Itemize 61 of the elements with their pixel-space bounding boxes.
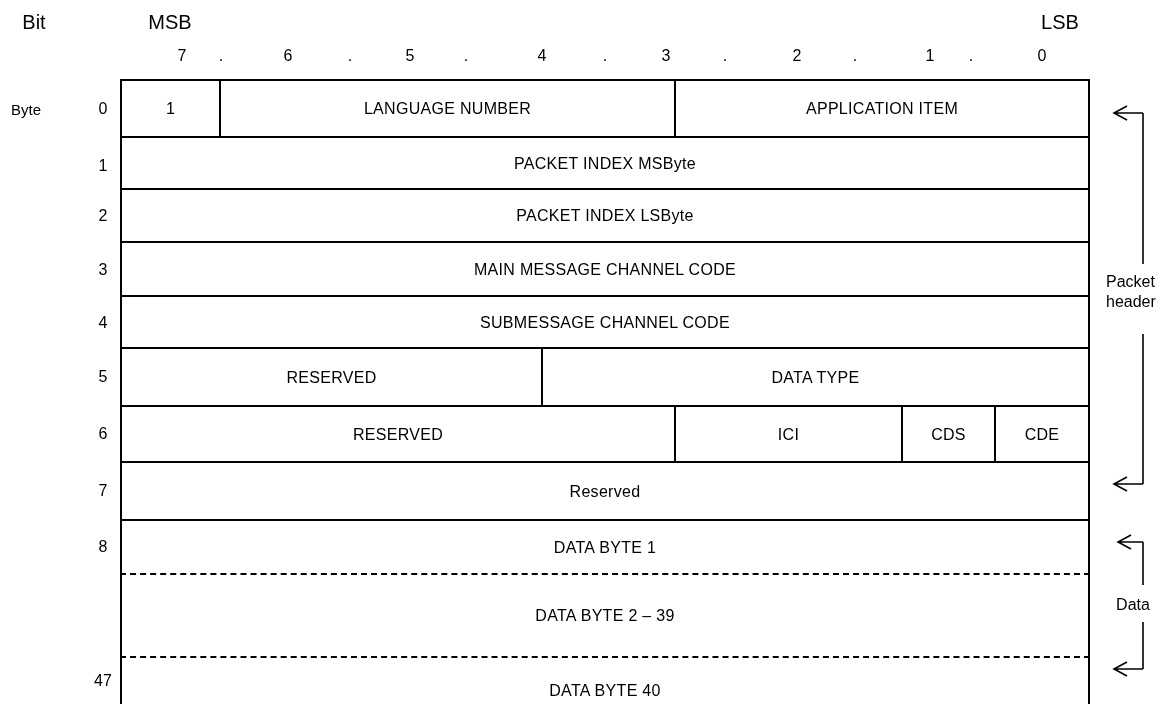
bit-marker: MSB [148,12,192,32]
field-name: APPLICATION ITEM [805,100,959,118]
field-cell [120,295,1090,348]
axis-title: Bit [22,12,46,32]
field-name: CDE [1024,425,1060,444]
field-cell [674,79,1090,137]
field-cell [120,347,543,406]
field-name: MAIN MESSAGE CHANNEL CODE [473,260,737,279]
field-cell [120,136,1090,189]
bit-number: 6 [283,48,293,64]
section-label: Data [1116,597,1150,613]
field-name: DATA BYTE 40 [549,682,661,700]
byte-number: 4 [98,315,108,331]
byte-number: 8 [98,539,108,555]
field-cell [541,347,1090,406]
field-cell [120,79,221,137]
axis-title: Byte [11,101,41,117]
byte-number: 3 [98,262,108,278]
field-cell [120,188,1090,242]
bit-number: 0 [1037,48,1047,64]
bit-number: 3 [661,48,671,64]
field-name: DATA TYPE [771,368,860,387]
bit-marker: LSB [1041,12,1079,32]
field-name: DATA BYTE 2 – 39 [535,607,675,625]
field-name: PACKET INDEX LSByte [516,207,694,225]
byte-number: 0 [98,101,108,117]
bit-separator: . [347,48,353,64]
field-name: DATA BYTE 1 [553,538,657,557]
field-name: PACKET INDEX MSByte [513,154,696,173]
bit-separator: . [968,48,974,64]
field-name: RESERVED [352,425,444,444]
field-name: Reserved [569,482,641,501]
byte-number: 5 [98,369,108,385]
field-cell [120,519,1090,574]
bit-number: 7 [177,48,187,64]
field-name: ICI [777,425,800,444]
bit-separator: . [602,48,608,64]
field-name: SUBMESSAGE CHANNEL CODE [480,313,730,332]
byte-number: 6 [98,426,108,442]
field-cell [120,241,1090,296]
field-cell [120,405,676,462]
bit-number: 5 [405,48,415,64]
bit-separator: . [463,48,469,64]
section-label: Packet header [1106,272,1157,312]
byte-number: 7 [98,483,108,499]
byte-number: 47 [94,673,112,689]
field-cell [994,405,1090,462]
byte-number: 2 [98,208,108,224]
bit-separator: . [722,48,728,64]
field-name: 1 [165,100,176,118]
byte-number: 1 [98,158,108,174]
field-cell [120,573,1090,657]
field-name: CDS [931,425,966,444]
bit-number: 1 [925,48,935,64]
bit-separator: . [852,48,858,64]
bit-number: 4 [537,48,547,64]
field-name: RESERVED [286,368,377,387]
field-cell [120,461,1090,520]
bit-separator: . [218,48,224,64]
field-name: LANGUAGE NUMBER [363,100,532,118]
bit-number: 2 [792,48,802,64]
